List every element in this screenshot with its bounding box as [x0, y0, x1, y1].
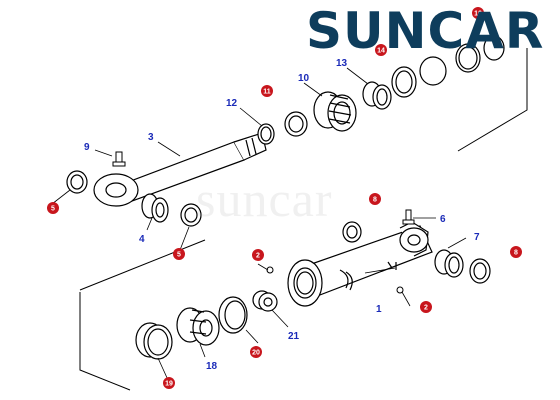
frame-line-bottom	[79, 292, 131, 391]
svg-text:8: 8	[514, 250, 518, 257]
dust-seal-rod	[66, 170, 202, 227]
part-label: 3	[148, 132, 154, 143]
frame-line-top	[457, 48, 528, 152]
ref-marker: 14	[375, 44, 387, 56]
svg-text:5: 5	[51, 206, 55, 213]
ref-marker: 16	[472, 7, 484, 19]
svg-text:16: 16	[474, 11, 482, 18]
frame-line-mid	[79, 239, 206, 291]
part-label: 6	[440, 214, 446, 225]
part-label: 10	[298, 73, 310, 84]
brand-logo: SUNCAR	[306, 2, 545, 60]
leader-lines	[51, 67, 467, 381]
bushing-tube	[342, 221, 491, 284]
ref-marker: 11	[261, 85, 273, 97]
part-label: 1	[376, 304, 382, 315]
part-label: 9	[84, 142, 90, 153]
watermark-text: suncar	[196, 171, 333, 227]
piston-rod	[93, 132, 267, 207]
svg-text:5: 5	[177, 252, 181, 259]
svg-text:19: 19	[165, 381, 173, 388]
part-label: 4	[139, 234, 145, 245]
part-label: 7	[474, 232, 480, 243]
ref-marker: 8	[369, 193, 381, 205]
part-label: 18	[206, 361, 218, 372]
piston-assembly	[135, 290, 278, 360]
grease-fitting	[402, 209, 415, 225]
ref-marker: 8	[510, 246, 522, 258]
ref-marker: 5	[173, 248, 185, 260]
part-label: 13	[336, 58, 348, 69]
svg-text:8: 8	[373, 197, 377, 204]
svg-text:20: 20	[252, 350, 260, 357]
ref-marker: 5	[47, 202, 59, 214]
plug-set	[266, 266, 404, 294]
part-labels: 1 3 4 6 7 9 10 12 13 18 21	[84, 58, 480, 372]
svg-text:2: 2	[424, 305, 428, 312]
reference-markers: 2 2 5 5 8 8 11 14 16 19 20	[47, 7, 522, 389]
ref-marker: 2	[420, 301, 432, 313]
ref-marker: 20	[250, 346, 262, 358]
svg-text:14: 14	[377, 48, 385, 55]
cylinder-tube	[287, 221, 433, 307]
part-label: 21	[288, 331, 300, 342]
svg-text:2: 2	[256, 253, 260, 260]
svg-text:11: 11	[263, 89, 271, 96]
bushing-rod	[141, 193, 169, 223]
ref-marker: 19	[163, 377, 175, 389]
rod-seal-set	[257, 35, 505, 145]
ref-marker: 2	[252, 249, 264, 261]
grease-nipple	[112, 151, 126, 167]
part-label: 12	[226, 98, 238, 109]
